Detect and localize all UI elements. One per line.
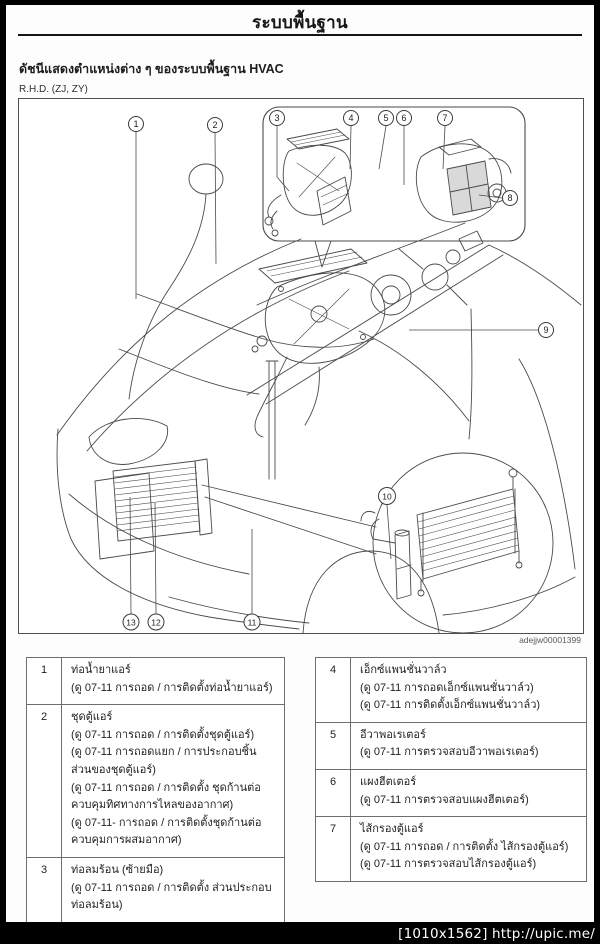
callout-7: 7 [437, 110, 453, 170]
page-title: ระบบพื้นฐาน [252, 13, 348, 32]
part-description-cell: ท่อน้ำยาแอร์ (ดู 07-11 การถอด / การติดตั้… [61, 656, 285, 706]
svg-text:10: 10 [382, 491, 392, 501]
condenser-main-drawing [112, 458, 377, 555]
part-number-cell: 1 [26, 656, 62, 706]
callout-5: 5 [378, 110, 394, 170]
svg-text:7: 7 [442, 113, 447, 123]
callout-13: 13 [122, 496, 140, 631]
condenser-inset-circle [360, 452, 554, 633]
table-text-line: (ดู 07-11 การถอดเอ็กซ์แพนชั่นวาล์ว) [360, 681, 534, 694]
figure-code: adejjw00001399 [519, 635, 581, 645]
manual-page: ระบบพื้นฐาน ดัชนีแสดงตำแหน่งต่าง ๆ ของระ… [6, 5, 594, 923]
callout-10: 10 [378, 487, 396, 560]
hvac-inset-balloon [262, 106, 526, 268]
car-outline-drawing [56, 163, 582, 633]
callout-4: 4 [343, 110, 359, 170]
table-row: 5 อีวาพอเรเตอร์ (ดู 07-11 การตรวจสอบอีวาพ… [315, 721, 587, 770]
svg-text:12: 12 [151, 617, 161, 627]
svg-text:2: 2 [212, 120, 217, 130]
part-description-cell: อีวาพอเรเตอร์ (ดู 07-11 การตรวจสอบอีวาพอเ… [350, 721, 587, 770]
table-text-line: ชุดตู้แอร์ [71, 711, 113, 724]
table-text-line: แผงฮีตเตอร์ [360, 775, 417, 788]
part-description-cell: เอ็กซ์แพนชั่นวาล์ว (ดู 07-11 การถอดเอ็กซ์… [350, 657, 587, 723]
part-description-cell: ท่อลมร้อน (ซ้ายมือ) (ดู 07-11 การถอด / กา… [61, 856, 285, 923]
table-text-line: อีวาพอเรเตอร์ [360, 728, 426, 741]
table-row: 6 แผงฮีตเตอร์ (ดู 07-11 การตรวจสอบแผงฮีตเ… [315, 768, 587, 818]
part-description-cell: แผงฮีตเตอร์ (ดู 07-11 การตรวจสอบแผงฮีตเตอ… [350, 768, 587, 818]
callout-1: 1 [128, 116, 144, 299]
part-number-cell: 2 [26, 704, 62, 858]
part-description-cell: ไส้กรองตู้แอร์ (ดู 07-11 การถอด / การติดต… [350, 816, 587, 882]
callout-9: 9 [409, 322, 554, 338]
table-text-line: ท่อน้ำยาแอร์ [71, 664, 131, 676]
table-row: 1 ท่อน้ำยาแอร์ (ดู 07-11 การถอด / การติดต… [26, 656, 285, 706]
table-text-line: (ดู 07-11 การถอด / การติดตั้งท่อน้ำยาแอร… [71, 681, 273, 694]
svg-text:11: 11 [248, 617, 257, 627]
parts-table-right: 4 เอ็กซ์แพนชั่นวาล์ว (ดู 07-11 การถอดเอ็ก… [315, 657, 587, 882]
table-text-line: ท่อลมร้อน (ซ้ายมือ) [71, 863, 164, 876]
table-text-line: (ดู 07-11 การถอด / การติดตั้ง ชุดก้านต่อ… [71, 781, 261, 812]
variant-label: R.H.D. (ZJ, ZY) [19, 84, 88, 95]
table-text-line: (ดู 07-11- การถอด / การติดตั้งชุดก้านต่อ… [71, 816, 262, 847]
svg-text:6: 6 [401, 113, 406, 123]
part-description-cell: ชุดตู้แอร์ (ดู 07-11 การถอด / การติดตั้งช… [61, 704, 285, 858]
table-row: 7 ไส้กรองตู้แอร์ (ดู 07-11 การถอด / การติ… [315, 816, 587, 882]
table-row: 2 ชุดตู้แอร์ (ดู 07-11 การถอด / การติดตั้… [26, 704, 285, 858]
svg-text:3: 3 [274, 113, 279, 123]
table-text-line: (ดู 07-11 การตรวจสอบอีวาพอเรเตอร์) [360, 746, 539, 759]
hvac-unit-main-drawing [251, 230, 484, 438]
diagram-canvas: 1 2 3 4 5 6 7 [56, 106, 582, 633]
part-number-cell: 3 [26, 856, 62, 923]
part-number-cell: 7 [315, 816, 351, 882]
svg-text:8: 8 [507, 193, 512, 203]
table-text-line: (ดู 07-11 การตรวจสอบไส้กรองตู้แอร์) [360, 858, 537, 871]
table-text-line: (ดู 07-11 การถอด / การติดตั้ง ไส้กรองตู้… [360, 840, 569, 853]
table-text-line: (ดู 07-11 การตรวจสอบแผงฮีตเตอร์) [360, 793, 529, 806]
svg-text:9: 9 [543, 325, 548, 335]
callout-3: 3 [269, 110, 290, 192]
svg-text:13: 13 [126, 617, 136, 627]
watermark-bar [0, 922, 600, 944]
callout-2: 2 [207, 117, 223, 265]
title-divider [18, 34, 582, 36]
table-row: 4 เอ็กซ์แพนชั่นวาล์ว (ดู 07-11 การถอดเอ็ก… [315, 657, 587, 723]
part-number-cell: 4 [315, 657, 351, 723]
parts-table-left: 1 ท่อน้ำยาแอร์ (ดู 07-11 การถอด / การติดต… [26, 656, 285, 923]
svg-text:5: 5 [383, 113, 388, 123]
watermark-text: [1010x1562] http://upic.me/ [398, 926, 595, 942]
table-text-line: เอ็กซ์แพนชั่นวาล์ว [360, 664, 447, 676]
table-text-line: (ดู 07-11 การถอดแยก / การประกอบชิ้นส่วนข… [71, 746, 257, 776]
svg-text:1: 1 [133, 119, 138, 129]
table-row: 3 ท่อลมร้อน (ซ้ายมือ) (ดู 07-11 การถอด / … [26, 856, 285, 923]
part-number-cell: 6 [315, 768, 351, 818]
part-number-cell: 5 [315, 721, 351, 770]
table-text-line: (ดู 07-11 การถอด / การติดตั้งชุดตู้แอร์) [71, 728, 255, 741]
section-heading: ดัชนีแสดงตำแหน่งต่าง ๆ ของระบบพื้นฐาน HV… [19, 62, 284, 76]
table-text-line: (ดู 07-11 การถอด / การติดตั้ง ส่วนประกอบ… [71, 881, 272, 912]
callout-11: 11 [243, 529, 261, 631]
callout-8: 8 [478, 190, 518, 206]
hvac-location-diagram: 1 2 3 4 5 6 7 [18, 98, 584, 634]
table-text-line: (ดู 07-11 การติดตั้งเอ็กซ์แพนชั่นวาล์ว) [360, 699, 541, 712]
svg-text:4: 4 [348, 113, 353, 123]
callout-6: 6 [396, 110, 412, 185]
callout-12: 12 [147, 502, 165, 631]
table-text-line: ไส้กรองตู้แอร์ [360, 823, 424, 836]
